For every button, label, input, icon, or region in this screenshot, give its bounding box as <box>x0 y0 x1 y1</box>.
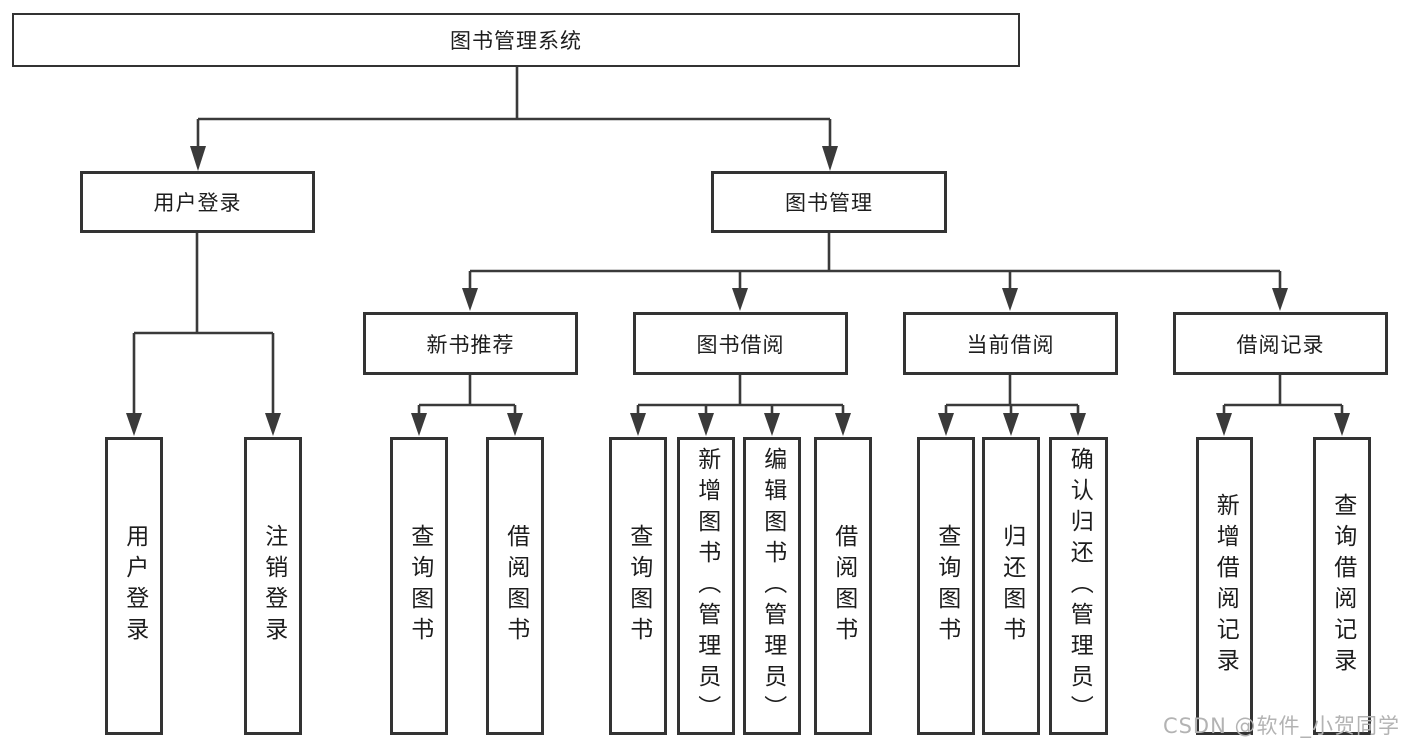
leaf-query-book-current: 查询图书 <box>917 437 975 735</box>
leaf-label: 确认归还（管理员） <box>1066 446 1093 726</box>
arrowheads <box>126 146 1350 436</box>
leaf-logout: 注销登录 <box>244 437 302 735</box>
leaf-add-borrow-record: 新增借阅记录 <box>1196 437 1253 735</box>
node-label: 图书借阅 <box>696 332 785 357</box>
leaf-label: 新增借阅记录 <box>1212 493 1239 679</box>
node-label: 借阅记录 <box>1236 332 1325 357</box>
node-new-book-recommend: 新书推荐 <box>363 312 578 375</box>
leaf-label: 查询借阅记录 <box>1329 493 1356 679</box>
node-label: 图书管理系统 <box>450 29 582 53</box>
node-user-login: 用户登录 <box>80 171 315 233</box>
node-library-management-system: 图书管理系统 <box>12 13 1020 67</box>
leaf-borrow-book-recommend: 借阅图书 <box>486 437 544 735</box>
node-borrow-record: 借阅记录 <box>1173 312 1388 375</box>
leaf-label: 编辑图书（管理员） <box>759 446 786 726</box>
leaf-query-borrow-record: 查询借阅记录 <box>1313 437 1371 735</box>
node-label: 图书管理 <box>785 191 873 215</box>
leaf-label: 用户登录 <box>121 524 148 648</box>
node-current-borrow: 当前借阅 <box>903 312 1118 375</box>
leaf-borrow-book: 借阅图书 <box>814 437 872 735</box>
leaf-label: 查询图书 <box>933 524 960 648</box>
leaf-label: 新增图书（管理员） <box>693 446 720 726</box>
node-book-borrow: 图书借阅 <box>633 312 848 375</box>
leaf-query-book-borrow: 查询图书 <box>609 437 667 735</box>
node-label: 用户登录 <box>153 191 242 215</box>
leaf-add-book-admin: 新增图书（管理员） <box>677 437 735 735</box>
leaf-confirm-return-admin: 确认归还（管理员） <box>1049 437 1108 735</box>
leaf-return-book: 归还图书 <box>982 437 1040 735</box>
leaf-label: 查询图书 <box>625 524 652 648</box>
csdn-watermark: CSDN @软件_小贺同学 <box>1162 714 1400 738</box>
leaf-edit-book-admin: 编辑图书（管理员） <box>743 437 801 735</box>
leaf-query-book-recommend: 查询图书 <box>390 437 448 735</box>
leaf-user-login: 用户登录 <box>105 437 163 735</box>
node-label: 新书推荐 <box>426 332 515 357</box>
leaf-label: 注销登录 <box>260 524 287 648</box>
leaf-label: 归还图书 <box>998 524 1025 648</box>
node-label: 当前借阅 <box>966 332 1055 357</box>
leaf-label: 查询图书 <box>406 524 433 648</box>
leaf-label: 借阅图书 <box>502 524 529 648</box>
leaf-label: 借阅图书 <box>830 524 857 648</box>
node-book-management: 图书管理 <box>711 171 947 233</box>
